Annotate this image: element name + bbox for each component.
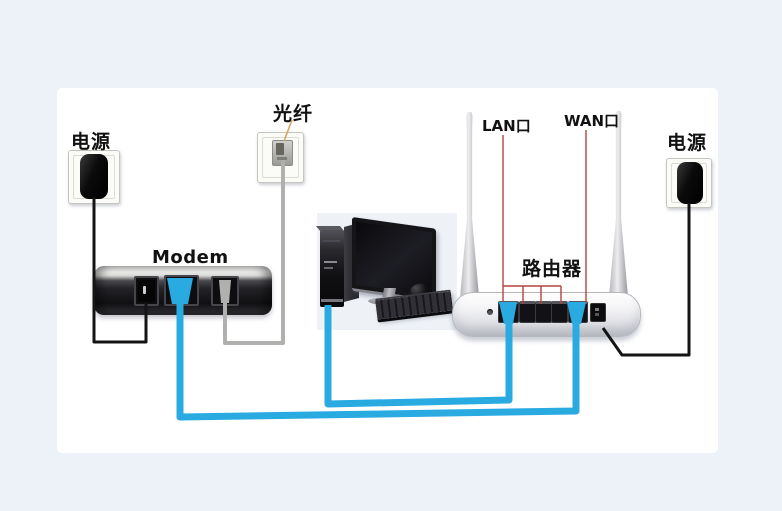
wan-port-label: WAN口	[564, 112, 620, 130]
power-outlet-right	[666, 158, 712, 208]
fiber-wall-socket	[257, 132, 304, 183]
jack-pin	[595, 313, 599, 316]
pc-tower-button	[324, 261, 337, 263]
modem-label: Modem	[152, 247, 229, 268]
router-reset-button	[487, 309, 493, 315]
modem-fiber-port	[211, 276, 239, 306]
pc-tower-button	[324, 267, 333, 269]
router-label: 路由器	[522, 258, 583, 280]
router-lan-port-1	[498, 301, 519, 323]
fiber-label: 光纤	[273, 103, 314, 125]
power-adapter-right	[677, 162, 703, 204]
power-adapter-left	[80, 154, 108, 199]
fiber-connector-latch	[277, 157, 287, 160]
router-lan-port-2	[519, 301, 536, 323]
lan-port-label: LAN口	[482, 117, 531, 135]
power-left-label: 电源	[71, 131, 112, 153]
modem-power-plug-marking	[143, 286, 146, 294]
router-power-jack	[590, 303, 606, 322]
router-lan-port-4	[551, 301, 568, 323]
jack-pin	[595, 308, 599, 311]
modem-lan-port	[164, 275, 199, 306]
power-right-label: 电源	[667, 132, 708, 154]
router-lan-port-3	[535, 301, 552, 323]
modem-power-port	[134, 276, 159, 306]
modem-power-plug	[138, 280, 155, 302]
fiber-connector	[272, 140, 293, 166]
pc-tower-drive-slot	[323, 240, 340, 242]
pc-tower-trim	[321, 299, 343, 302]
fiber-connector-core	[276, 143, 284, 155]
router-wan-port	[568, 301, 588, 323]
power-outlet-left	[68, 150, 120, 204]
